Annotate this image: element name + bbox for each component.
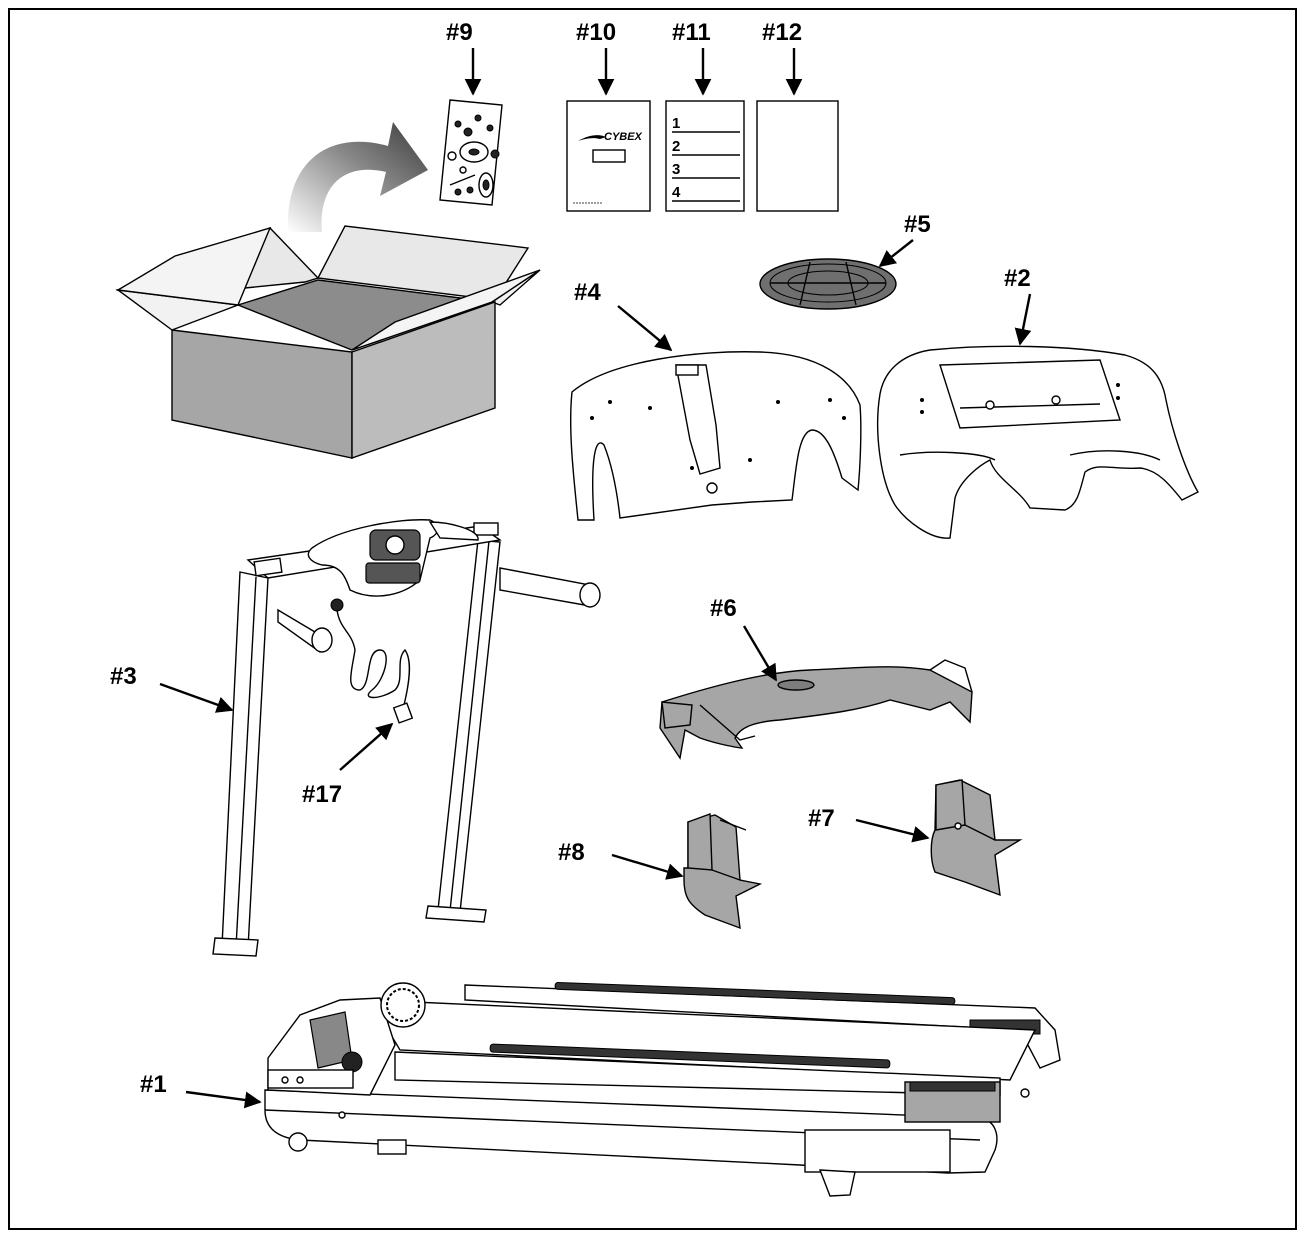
arrow-part-7: [855, 818, 930, 843]
side-cover-part-7: [930, 779, 1023, 897]
arrow-part-1: [185, 1090, 262, 1109]
label-part-7: #7: [808, 805, 835, 832]
arrow-part-17: [339, 722, 394, 771]
label-part-3: #3: [110, 663, 137, 690]
label-part-8: #8: [558, 839, 585, 866]
list-row-2: 2: [672, 138, 680, 155]
owners-manual-part-10: CYBEX: [566, 100, 651, 212]
checklist-document-part-11: 1 2 3 4: [665, 100, 745, 212]
blank-document-part-12: [756, 100, 839, 212]
label-part-1: #1: [140, 1071, 167, 1098]
side-cover-part-8: [683, 813, 763, 930]
arrow-part-2: [1014, 293, 1032, 346]
curved-arrow-icon: [287, 122, 428, 232]
upright-frame-part-3: [212, 519, 601, 957]
arrow-part-8: [611, 853, 684, 880]
list-row-3: 3: [672, 161, 680, 178]
motor-hood-part-4: [569, 351, 862, 521]
list-row-1: 1: [672, 115, 680, 132]
label-part-10: #10: [576, 19, 616, 46]
list-row-4: 4: [672, 184, 681, 201]
console-shroud-part-2: [877, 345, 1199, 539]
label-part-9: #9: [446, 19, 473, 46]
front-cover-part-6: [659, 659, 973, 760]
pointer-arrows: [159, 48, 1032, 1109]
label-part-17: #17: [302, 781, 342, 808]
arrow-part-4: [617, 305, 673, 352]
arrow-part-5: [878, 239, 914, 268]
label-part-2: #2: [1004, 265, 1031, 292]
arrow-part-3: [159, 682, 234, 713]
manual-brand: CYBEX: [604, 131, 643, 143]
label-part-12: #12: [762, 19, 802, 46]
part-labels: #9 #10 #11 #12 #5 #4 #2 #3 #17 #6 #7 #8 …: [110, 19, 1031, 1098]
accessory-tray-part-5: [759, 258, 897, 310]
treadmill-base-part-1: [264, 981, 1061, 1197]
label-part-5: #5: [904, 211, 931, 238]
arrow-part-6: [742, 625, 778, 682]
label-part-6: #6: [710, 595, 737, 622]
hardware-kit-part-9: [439, 99, 503, 206]
label-part-4: #4: [574, 279, 601, 306]
shipping-box: [115, 225, 541, 459]
label-part-11: #11: [672, 19, 711, 46]
